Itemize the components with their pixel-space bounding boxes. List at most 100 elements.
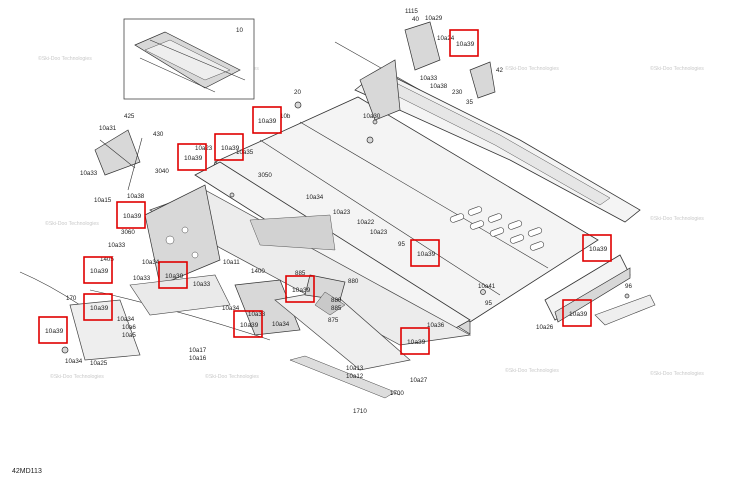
rear-bumper	[544, 254, 656, 326]
part-label: 10a25	[90, 360, 108, 367]
highlight-box[interactable]: 10a39	[83, 256, 113, 284]
part-label: 95	[485, 300, 492, 307]
highlight-label: 10a39	[90, 268, 109, 275]
part-label: 10a13	[346, 365, 364, 372]
highlight-box[interactable]: 10a39	[214, 133, 244, 161]
part-label: 10a34	[117, 316, 135, 323]
highlight-label: 10a39	[184, 155, 203, 162]
highlight-label: 10a39	[45, 328, 64, 335]
part-label: 20	[294, 89, 301, 96]
part-label: 10a38	[430, 83, 448, 90]
part-label: 10a38	[127, 193, 145, 200]
highlight-label: 10a39	[221, 145, 240, 152]
part-label: 3060	[121, 229, 135, 236]
part-label: 10a33	[193, 281, 211, 288]
part-label: 1400	[251, 268, 265, 275]
part-label: 95	[398, 241, 405, 248]
part-label: 10a27	[410, 377, 428, 384]
highlight-label: 10a39	[90, 305, 109, 312]
highlight-box[interactable]: 10a39	[582, 234, 612, 262]
part-label: 880	[331, 297, 342, 304]
highlight-box[interactable]: 10a39	[400, 327, 430, 355]
part-label: 875	[328, 317, 339, 324]
highlight-label: 10a39	[258, 118, 277, 125]
part-label: 430	[153, 131, 164, 138]
highlight-label: 10a39	[569, 311, 588, 318]
watermark: ©Ski-Doo Technologies	[650, 215, 704, 222]
part-label: 170	[66, 295, 77, 302]
part-label: 10a35	[236, 149, 254, 156]
front-bulkhead	[144, 184, 221, 286]
highlight-label: 10a39	[589, 246, 608, 253]
part-label: 10a17	[189, 347, 207, 354]
highlight-box[interactable]: 10a39	[410, 239, 440, 267]
part-label: 3040	[155, 168, 169, 175]
foot-rest	[304, 274, 346, 316]
highlight-label: 10a39	[123, 213, 142, 220]
part-label: 3050	[258, 172, 272, 179]
watermark: ©Ski-Doo Technologies	[505, 367, 559, 374]
part-label: 10a6	[122, 324, 136, 331]
highlight-box[interactable]: 10a39	[116, 201, 146, 229]
part-label: 885	[295, 270, 306, 277]
part-label: 10a34	[142, 259, 160, 266]
part-label: 10a36	[427, 322, 445, 329]
part-label: 40	[412, 16, 419, 23]
highlight-label: 10a39	[292, 287, 311, 294]
highlight-box[interactable]: 10a39	[177, 143, 207, 171]
highlight-label: 10a39	[407, 339, 426, 346]
part-label: 880	[348, 278, 359, 285]
part-label: 885	[331, 305, 342, 312]
part-labels: 1115 40 10a29 10a24 42 10a33 10a38 230 3…	[65, 8, 632, 415]
part-label: 35	[466, 99, 473, 106]
part-label: 42	[496, 67, 503, 74]
part-label: 10a31	[99, 125, 117, 132]
part-label: 10a22	[357, 219, 375, 226]
part-label: 10a33	[248, 311, 266, 318]
left-rail	[149, 161, 472, 346]
highlight-boxes: 10a39 10a39 10a39 10a39 10a39 10a39 10a3…	[38, 29, 612, 355]
part-label: 1710	[353, 408, 367, 415]
highlight-box[interactable]: 10a39	[83, 293, 113, 321]
part-label: 10a5	[122, 332, 136, 339]
running-board	[129, 274, 411, 399]
part-label: 10a33	[80, 170, 98, 177]
part-label: 10a11	[223, 259, 240, 266]
highlight-box[interactable]: 10a39	[449, 29, 479, 57]
highlight-box[interactable]: 10a39	[233, 310, 263, 338]
watermark: ©Ski-Doo Technologies	[205, 373, 259, 380]
part-label: 10a34	[306, 194, 324, 201]
inset-label: 10	[236, 27, 243, 34]
highlight-box[interactable]: 10a39	[158, 261, 188, 289]
highlight-box[interactable]: 10a39	[285, 275, 315, 303]
part-label: 230	[452, 89, 463, 96]
top-right-brackets	[404, 21, 496, 99]
part-label: 10a23	[333, 209, 351, 216]
part-label: 10a16	[189, 355, 207, 362]
hardware	[61, 101, 630, 354]
watermark: ©Ski-Doo Technologies	[45, 220, 99, 227]
part-label: 96	[625, 283, 632, 290]
top-left-bracket	[94, 129, 143, 191]
part-label: 10a15	[94, 197, 112, 204]
highlight-label: 10a39	[240, 322, 259, 329]
highlight-box[interactable]: 10a39	[562, 299, 592, 327]
part-label: 10a34	[65, 358, 83, 365]
part-label: 1115	[405, 8, 418, 15]
part-label: 10a24	[437, 35, 455, 42]
part-label: 1405	[100, 256, 114, 263]
part-label: 10a34	[222, 305, 240, 312]
highlight-box[interactable]: 10a39	[252, 106, 282, 134]
right-rail	[334, 41, 641, 223]
diagram-code: 42MD113	[12, 468, 42, 475]
watermark: ©Ski-Doo Technologies	[650, 65, 704, 72]
part-label: 10a33	[133, 275, 151, 282]
inset-overview: 10	[123, 18, 255, 100]
highlight-box[interactable]: 10a39	[38, 316, 68, 344]
part-label: 10a30	[363, 113, 381, 120]
highlight-label: 10a39	[165, 273, 184, 280]
part-label: 10a12	[346, 373, 364, 380]
part-label: 10a29	[425, 15, 443, 22]
